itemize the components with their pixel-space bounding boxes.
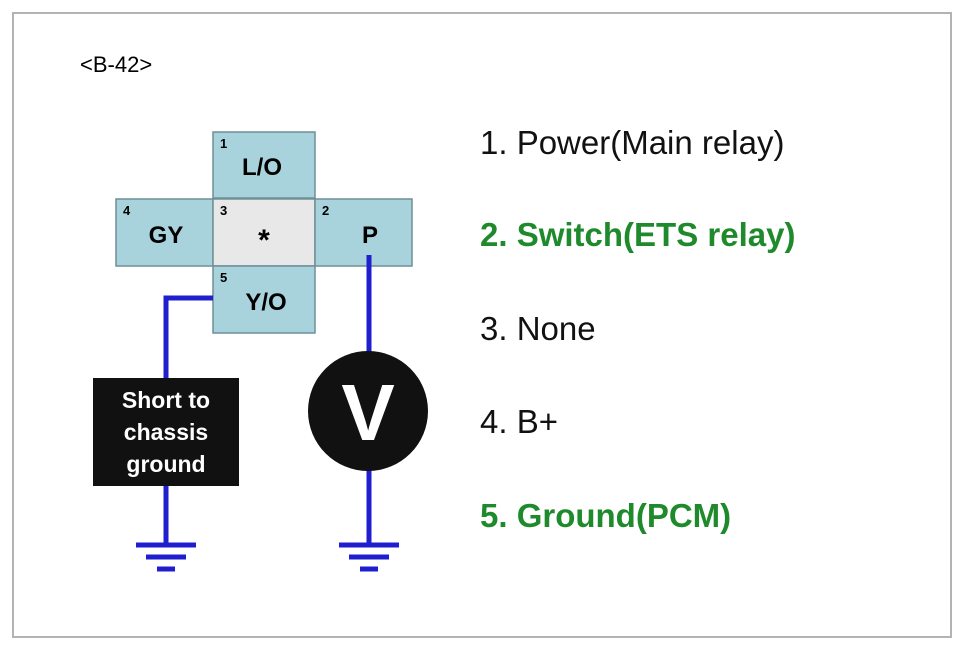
pin-4-number: 4: [123, 203, 131, 218]
pin-4-label: GY: [149, 222, 184, 249]
diagram-frame: [12, 12, 952, 638]
short-to-ground-box: [93, 378, 239, 486]
pin-1-label: L/O: [242, 154, 282, 181]
short-box-line-3: ground: [126, 451, 205, 477]
legend-item-1: 1. Power(Main relay): [480, 124, 785, 161]
pin-5-wire: [163, 295, 213, 378]
pin-2-number: 2: [322, 203, 329, 218]
pin-2-label: P: [362, 222, 378, 249]
pin-1-box: [212, 131, 316, 199]
pin-5-label: Y/O: [245, 289, 286, 316]
pin-3-label: *: [258, 224, 270, 257]
legend-item-5: 5. Ground(PCM): [480, 497, 732, 534]
connector-id: <B-42>: [80, 52, 153, 77]
legend-item-4: 4. B+: [480, 403, 558, 440]
short-box-line-1: Short to: [122, 387, 210, 413]
pin-5-box: [212, 265, 316, 334]
voltmeter-icon: [308, 351, 428, 471]
legend-item-3: 3. None: [480, 310, 596, 347]
pin-1-number: 1: [220, 136, 227, 151]
pin-2-box: [314, 198, 413, 267]
short-box-line-2: chassis: [124, 419, 208, 445]
pin-4-box: [115, 198, 214, 267]
ground-symbol-left: [136, 542, 196, 572]
voltmeter-symbol: V: [341, 368, 394, 457]
ground-symbol-right: [339, 542, 399, 572]
pin-5-number: 5: [220, 270, 227, 285]
legend-item-2: 2. Switch(ETS relay): [480, 216, 796, 253]
pin-3-number: 3: [220, 203, 227, 218]
